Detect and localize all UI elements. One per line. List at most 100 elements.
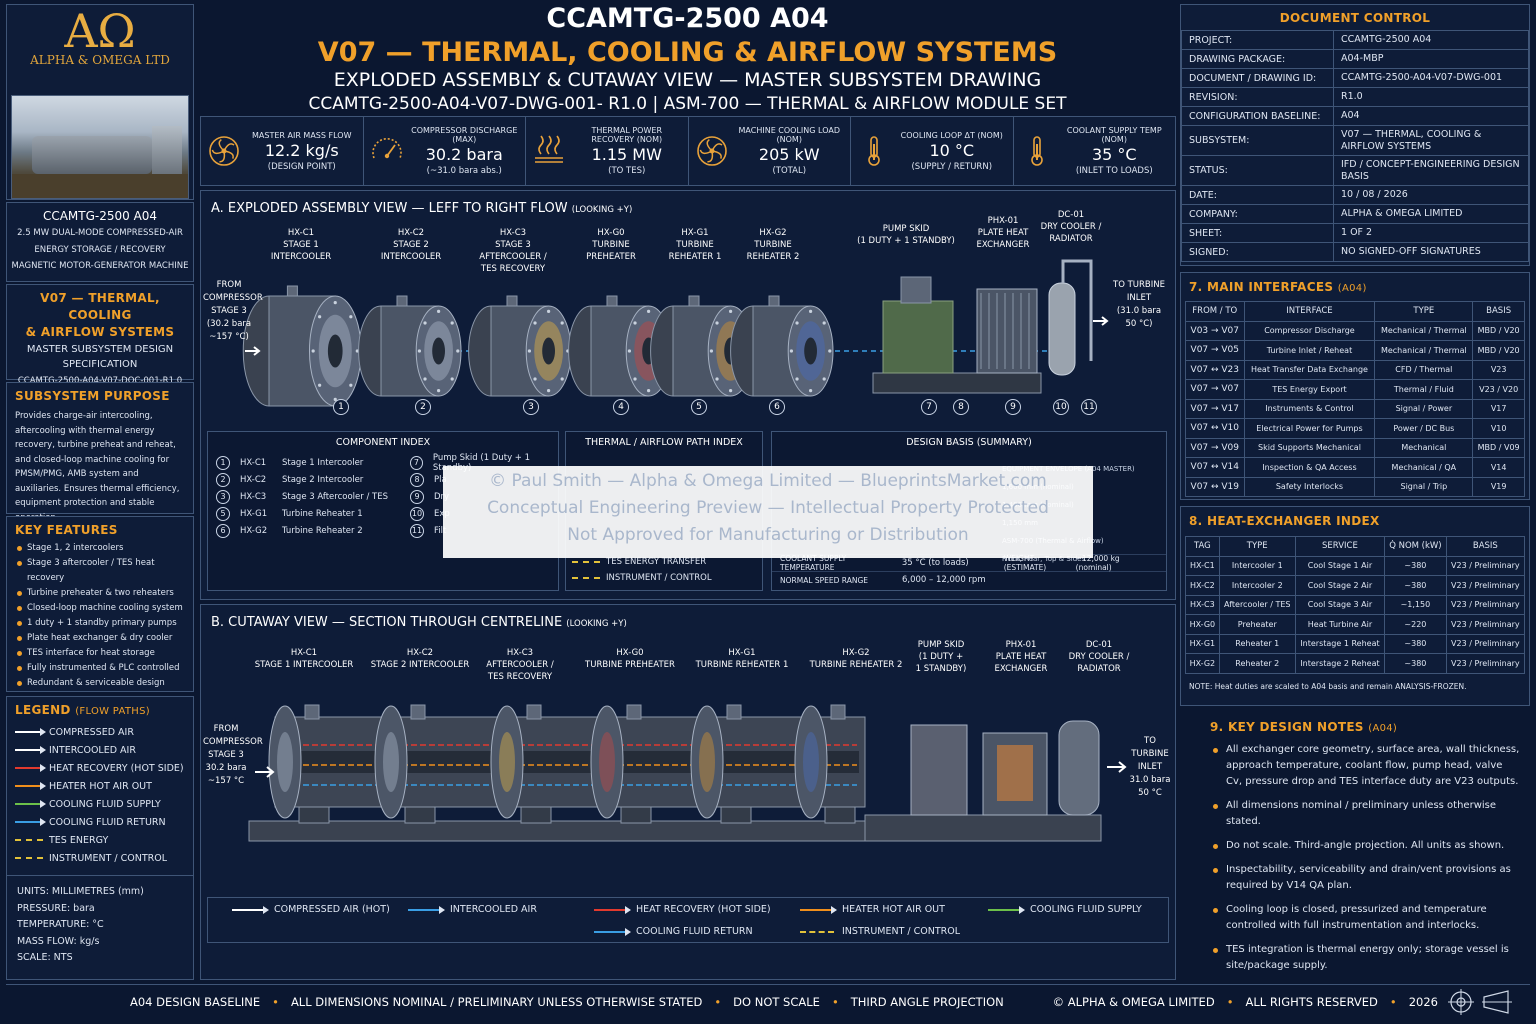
purpose-panel: SUBSYSTEM PURPOSE Provides charge-air in… <box>6 382 194 523</box>
kpi-label: THERMAL POWER RECOVERY (NOM) <box>591 126 663 144</box>
footer-item: © ALPHA & OMEGA LIMITED <box>1052 994 1215 1009</box>
component-index-tag: HX-C1 <box>240 457 267 468</box>
interfaces-cell: V07 → V09 <box>1185 437 1245 458</box>
doc-control-key: SHEET: <box>1181 223 1334 243</box>
feature-item: Turbine preheater & two reheaters <box>15 586 185 601</box>
kpi-sub: (TO TES) <box>608 166 646 176</box>
document-control-row: REVISION:R1.0 <box>1181 87 1529 107</box>
interfaces-cell: Mechanical <box>1374 437 1474 458</box>
interfaces-cell: MBD / V09 <box>1472 437 1525 458</box>
component-label: PUMP SKID(1 DUTY + 1 STANDBY) <box>851 223 961 247</box>
design-basis-title: DESIGN BASIS (SUMMARY) <box>906 437 1032 448</box>
hx-cell: ~380 <box>1384 555 1447 576</box>
design-notes-heading-sub: (A04) <box>1368 723 1398 734</box>
hx-cell: HX-G2 <box>1185 653 1220 674</box>
to-label-line: (31.0 bara <box>1116 306 1162 316</box>
gauge-icon <box>371 138 402 159</box>
title-line-1: CCAMTG-2500 A04 <box>546 3 829 34</box>
hx-cell: Cool Stage 1 Air <box>1294 555 1386 576</box>
doc-control-value: IFD / CONCEPT-ENGINEERING DESIGN BASIS <box>1333 155 1529 186</box>
doc-control-value: A04-MBP <box>1333 49 1529 69</box>
hx-cell: Intercooler 1 <box>1218 555 1296 576</box>
interfaces-cell: Compressor Discharge <box>1243 320 1376 341</box>
interfaces-cell: V23 / V20 <box>1472 379 1525 400</box>
path-index-list: TES ENERGY TRANSFER INSTRUMENT / CONTROL <box>572 554 758 586</box>
design-notes-panel: 9. KEY DESIGN NOTES (A04) All exchanger … <box>1200 712 1530 980</box>
component-label-line: TURBINE <box>676 240 714 250</box>
section-b-title: B. CUTAWAY VIEW — SECTION THROUGH CENTRE… <box>211 615 627 630</box>
document-control-heading: DOCUMENT CONTROL <box>1279 11 1431 25</box>
document-control-panel: DOCUMENT CONTROL PROJECT:CCAMTG-2500 A04… <box>1180 4 1530 266</box>
title-line-3: EXPLODED ASSEMBLY & CUTAWAY VIEW — MASTE… <box>333 69 1042 91</box>
hx-cell: ~1,150 <box>1384 594 1447 615</box>
interfaces-cell: Mechanical / QA <box>1374 457 1474 478</box>
component-label-line: PLATE HEAT <box>995 652 1047 662</box>
doc-control-value: A04 <box>1333 106 1529 126</box>
component-index-tag: HX-G1 <box>240 508 268 519</box>
doc-control-value: CCAMTG-2500-A04-V07-DWG-001 <box>1333 68 1529 88</box>
doc-control-key: REVISION: <box>1181 87 1334 107</box>
doc-control-value: V07 — THERMAL, COOLING & AIRFLOW SYSTEMS <box>1333 125 1529 156</box>
thermometer-icon <box>1030 136 1043 166</box>
component-label-line: (1 DUTY + 1 STANDBY) <box>857 236 955 246</box>
doc-control-value: 1 OF 2 <box>1333 223 1529 243</box>
legend-label: COOLING FLUID SUPPLY <box>49 798 161 810</box>
cutaway-view-section: B. CUTAWAY VIEW — SECTION THROUGH CENTRE… <box>200 604 1176 980</box>
legend-line-swatch <box>15 800 46 808</box>
interfaces-col-header: TYPE <box>1374 301 1474 322</box>
spec-title-1: MASTER SUBSYSTEM DESIGN <box>26 344 174 355</box>
cutaway-exchanger-2 <box>374 704 436 824</box>
path-index-item: TES ENERGY TRANSFER <box>572 554 758 570</box>
hx-cell: Cool Stage 2 Air <box>1294 575 1386 596</box>
legend-line-swatch <box>15 782 46 790</box>
interfaces-cell: V07 ↔ V19 <box>1185 476 1245 497</box>
hx-col-header: SERVICE <box>1294 536 1386 557</box>
heat-exchanger-6 <box>730 295 834 397</box>
feature-item: Fully instrumented & PLC controlled <box>15 661 185 676</box>
feature-item: Stage 3 aftercooler / TES heat recovery <box>15 556 185 586</box>
legend-line-swatch <box>15 818 46 826</box>
hx-cell: V23 / Preliminary <box>1445 555 1526 576</box>
design-basis-value: 6,000 – 12,000 rpm <box>902 575 986 585</box>
kpi-value: 1.15 MW <box>591 145 662 164</box>
features-heading: KEY FEATURES <box>15 523 118 537</box>
component-index-name: Exp <box>434 508 450 519</box>
interfaces-cell: V03 → V07 <box>1185 320 1245 341</box>
kpi-sub: (~31.0 bara abs.) <box>426 166 502 176</box>
section-b-title-text: B. CUTAWAY VIEW — SECTION THROUGH CENTRE… <box>211 615 563 630</box>
legend-heading-sub: (FLOW PATHS) <box>75 706 150 717</box>
machine-desc-3: MAGNETIC MOTOR-GENERATOR MACHINE <box>11 261 189 271</box>
kpi-label: COOLANT SUPPLY TEMP (NOM) <box>1066 126 1162 144</box>
interfaces-cell: Mechanical / Thermal <box>1374 320 1474 341</box>
to-label-line: 50 °C) <box>1125 319 1153 329</box>
from-label-line: COMPRESSOR <box>203 293 263 303</box>
legend-line-swatch <box>15 839 43 841</box>
legend-item: HEAT RECOVERY (HOT SIDE) <box>15 759 185 777</box>
interfaces-cell: Safety Interlocks <box>1243 476 1376 497</box>
component-index-name: Dry <box>434 491 450 502</box>
legend-label: HEAT RECOVERY (HOT SIDE) <box>636 904 771 915</box>
design-note: Inspectability, serviceability and drain… <box>1210 862 1520 894</box>
doc-control-value: R1.0 <box>1333 87 1529 107</box>
interfaces-cell: V07 ↔ V10 <box>1185 418 1245 439</box>
logo-panel: AΩ ALPHA & OMEGA LTD <box>6 4 194 200</box>
component-index-number: 1 <box>216 455 230 470</box>
legend-item: COOLING FLUID RETURN <box>15 813 185 831</box>
legend-line-swatch <box>800 905 837 914</box>
interfaces-cell: Power / DC Bus <box>1374 418 1474 439</box>
component-label-line: DC-01 <box>1057 210 1085 220</box>
component-index-name: Stage 3 Aftercooler / TES <box>282 491 388 502</box>
legend-line-swatch <box>15 728 46 736</box>
interfaces-cell: V07 → V07 <box>1185 379 1245 400</box>
